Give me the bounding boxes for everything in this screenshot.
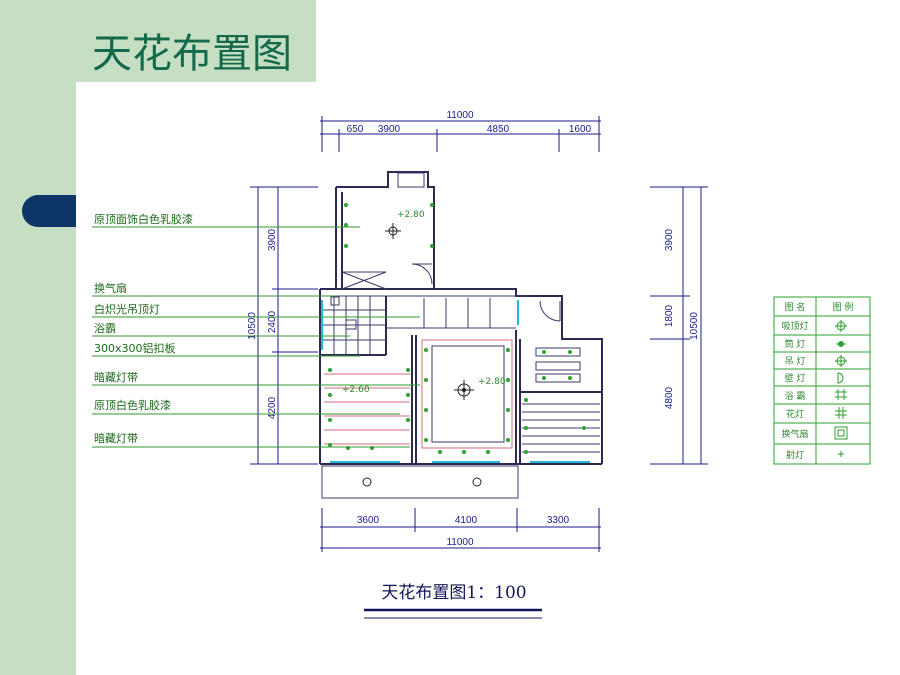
navy-bullet-tab (22, 195, 76, 227)
legend-row-pendant: 吊 灯 (785, 356, 806, 367)
caption-text: 天花布置图1：100 (381, 583, 526, 603)
left-dimension-chain: 10500 3900 2400 4200 (247, 186, 318, 465)
bottom-total-dimension: 11000 (446, 537, 474, 548)
label-exhaust-fan: 换气扇 (94, 281, 127, 295)
green-title-band (0, 0, 316, 82)
top-dimension-4: 1600 (569, 124, 592, 135)
legend-table: 图 名 图 例 吸顶灯 筒 灯 吊 灯 壁 灯 浴 霸 花灯 换气扇 射灯 (773, 296, 871, 465)
bottom-dimension-3: 3300 (547, 515, 570, 526)
label-hidden-light-strip-2: 暗藏灯带 (94, 431, 138, 445)
top-dimension-1: 650 (347, 124, 364, 135)
top-dimension-chain: 11000 650 3900 4850 1600 (320, 110, 601, 152)
leader-lines (92, 226, 420, 448)
floor-plan-walls (319, 171, 603, 499)
balcony-lights (362, 477, 482, 487)
legend-header-name: 图 名 (785, 301, 806, 313)
legend-row-downlight: 筒 灯 (785, 338, 806, 350)
legend-header-symbol: 图 例 (833, 301, 854, 313)
downlight-dots (328, 203, 586, 454)
right-dimension-chain: 3900 1800 4800 10500 (650, 186, 708, 465)
legend-row-chandelier: 花灯 (786, 408, 804, 420)
stripe-ceiling-left (324, 373, 410, 445)
legend-row-wall-lamp: 壁 灯 (785, 372, 806, 384)
legend-row-ceiling-light: 吸顶灯 (781, 321, 808, 332)
bottom-dimension-2: 4100 (455, 515, 478, 526)
right-dimension-1: 3900 (664, 228, 675, 251)
left-total-dimension: 10500 (247, 312, 258, 340)
right-dimension-2: 1800 (664, 304, 675, 327)
label-ceiling-paint: 原顶面饰白色乳胶漆 (94, 212, 193, 226)
left-dimension-1: 3900 (267, 228, 278, 251)
living-room-cove (421, 339, 513, 449)
slide-title: 天花布置图 (92, 31, 292, 77)
bath-aluminum-grid (320, 296, 516, 355)
right-dimension-3: 4800 (664, 386, 675, 409)
label-ceiling-lamp: 白炽光吊顶灯 (94, 302, 160, 316)
left-dimension-3: 4200 (267, 396, 278, 419)
legend-row-bath-heater: 浴 霸 (785, 391, 806, 402)
elevation-bedroom: +2.80 (397, 210, 425, 220)
living-room-chandelier (454, 380, 474, 400)
top-total-dimension: 11000 (446, 110, 474, 121)
stripe-ceiling-right (522, 347, 600, 453)
elevation-dining: +2.60 (342, 385, 370, 395)
green-side-band (0, 0, 76, 675)
elevation-living: +2.80 (478, 377, 506, 387)
bedroom-ceiling-light (385, 223, 401, 239)
bottom-dimension-chain: 3600 4100 3300 11000 (320, 508, 601, 552)
legend-row-exhaust-fan: 换气扇 (781, 428, 808, 440)
bottom-dimension-1: 3600 (357, 515, 380, 526)
legend-row-spotlight: 射灯 (786, 449, 804, 461)
window-glazing (321, 300, 590, 463)
top-dimension-3: 4850 (487, 124, 510, 135)
right-total-dimension: 10500 (689, 312, 700, 340)
label-bath-heater: 浴霸 (94, 322, 116, 335)
drawing-caption: 天花布置图1：100 (364, 583, 542, 619)
label-aluminum-panel: 300x300铝扣板 (94, 341, 176, 355)
label-original-ceiling-paint: 原顶白色乳胶漆 (94, 398, 171, 412)
top-dimension-2: 3900 (378, 124, 401, 135)
label-hidden-light-strip: 暗藏灯带 (94, 370, 138, 384)
left-dimension-2: 2400 (267, 310, 278, 333)
